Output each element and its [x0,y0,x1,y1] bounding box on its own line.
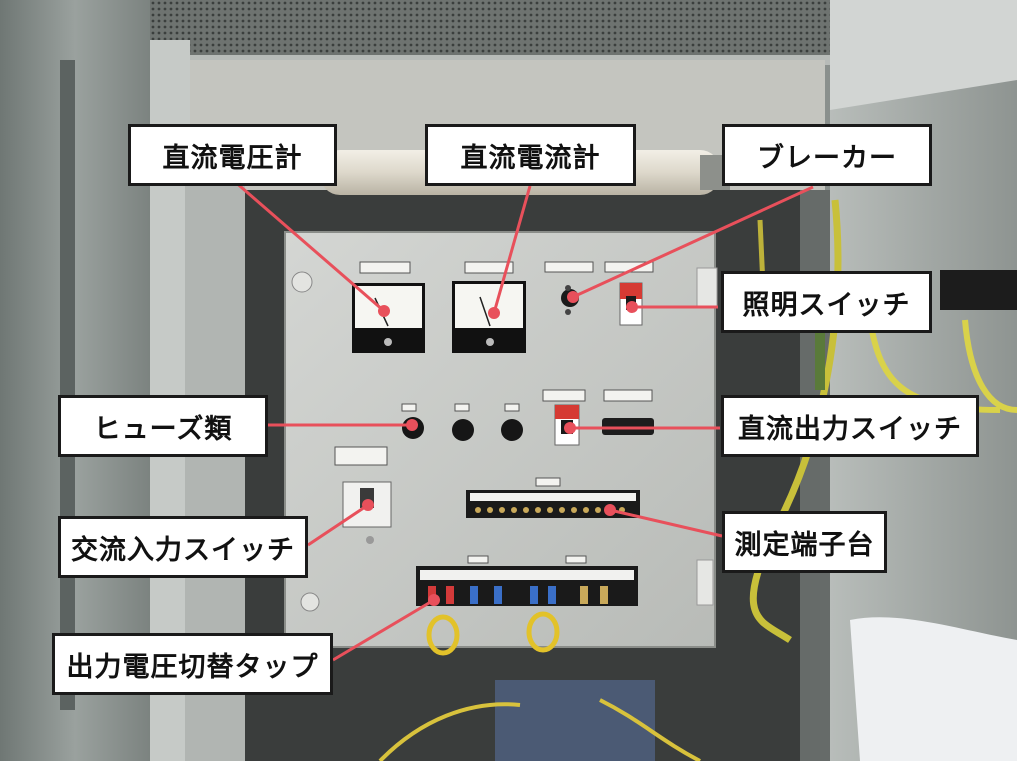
label-ac-input-switch: 交流入力スイッチ [58,516,308,578]
label-dc-output-switch: 直流出力スイッチ [721,395,979,457]
label-dc-voltmeter: 直流電圧計 [128,124,337,186]
label-dc-ammeter: 直流電流計 [425,124,636,186]
label-voltage-tap: 出力電圧切替タップ [52,633,333,695]
label-fuses: ヒューズ類 [58,395,268,457]
label-terminal-block: 測定端子台 [722,511,887,573]
label-light-switch: 照明スイッチ [721,271,932,333]
label-breaker: ブレーカー [722,124,932,186]
